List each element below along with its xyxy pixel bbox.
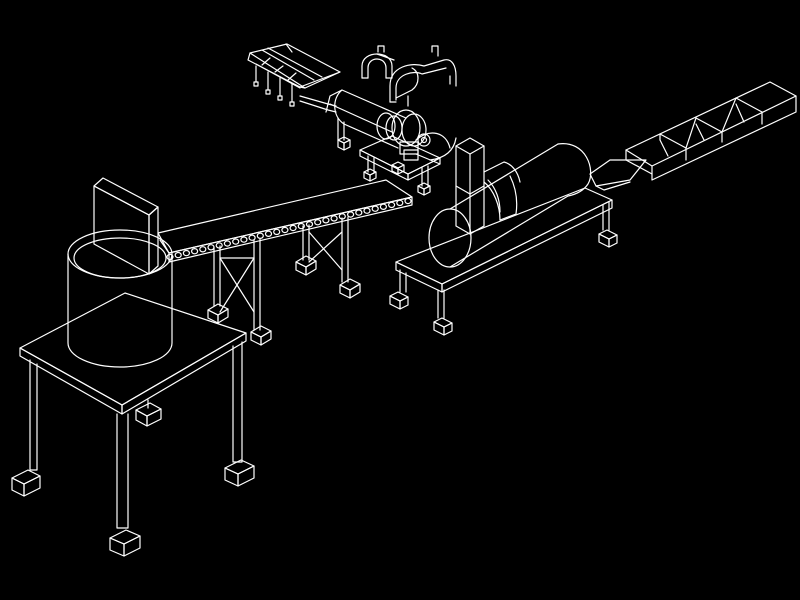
- aggregate-feed-bins: [590, 82, 796, 190]
- exhaust-stack: [456, 138, 484, 234]
- hopper-legs: [254, 66, 294, 106]
- conveyor-roller: [216, 243, 222, 248]
- conveyor-roller: [315, 220, 321, 225]
- conveyor-roller: [192, 249, 198, 254]
- conveyor-roller: [380, 204, 386, 209]
- burner-assembly: [400, 133, 456, 164]
- conveyor-support-truss-2: [296, 217, 360, 298]
- inclined-belt-conveyor: [158, 180, 412, 262]
- conveyor-roller: [323, 218, 329, 223]
- storage-tank-2: [390, 46, 456, 106]
- conveyor-roller: [167, 254, 173, 259]
- conveyor-roller: [405, 198, 411, 203]
- conveyor-roller: [290, 225, 296, 230]
- top-feed-hopper: [248, 44, 340, 88]
- hopper-leg-foot: [266, 90, 270, 94]
- hopper-leg-foot: [278, 96, 282, 100]
- feed-hopper-box: [94, 178, 158, 274]
- conveyor-roller: [298, 224, 304, 229]
- conveyor-roller: [183, 251, 189, 256]
- silo-cylinder: [68, 230, 172, 367]
- foot-pad-3: [225, 460, 254, 486]
- hopper-leg-foot: [290, 102, 294, 106]
- conveyor-roller: [397, 200, 403, 205]
- conveyor-roller: [274, 229, 280, 234]
- mixer-drum: [429, 144, 591, 267]
- conveyor-roller: [331, 216, 337, 221]
- conveyor-roller: [208, 245, 214, 250]
- conveyor-roller: [282, 227, 288, 232]
- foot-pad-4: [136, 403, 161, 426]
- conveyor-roller: [389, 202, 395, 207]
- conveyor-roller: [356, 210, 362, 215]
- conveyor-support-truss-1: [208, 239, 271, 345]
- dryer-support-frame: [360, 136, 440, 195]
- left-tower-table: [12, 293, 254, 556]
- cyclone-duct: [484, 162, 520, 220]
- conveyor-roller: [348, 212, 354, 217]
- conveyor-roller: [364, 208, 370, 213]
- foot-pad-1: [12, 470, 40, 496]
- conveyor-roller: [372, 206, 378, 211]
- conveyor-roller: [266, 231, 272, 236]
- storage-tank-1: [362, 46, 394, 78]
- hopper-leg-foot: [254, 82, 258, 86]
- conveyor-roller: [224, 241, 230, 246]
- conveyor-roller: [257, 233, 263, 238]
- foot-pad-2: [110, 530, 140, 556]
- conveyor-roller: [241, 237, 247, 242]
- conveyor-roller: [175, 253, 181, 258]
- conveyor-roller: [249, 235, 255, 240]
- rotary-dryer-drum: [326, 90, 426, 150]
- conveyor-roller: [233, 239, 239, 244]
- conveyor-roller: [200, 247, 206, 252]
- mixer-table: [390, 188, 617, 335]
- conveyor-rollers: [167, 198, 411, 259]
